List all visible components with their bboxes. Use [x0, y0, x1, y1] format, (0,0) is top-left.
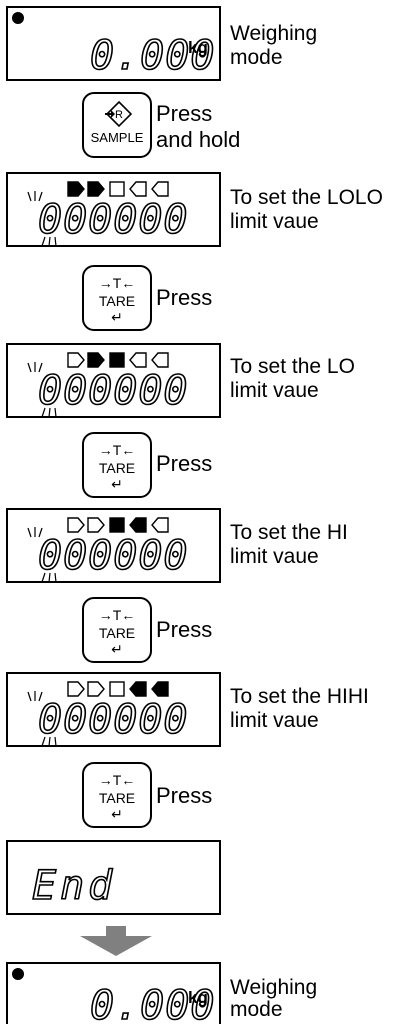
- tare-key-label: TARE: [98, 293, 136, 309]
- enter-icon: ↵: [111, 806, 123, 822]
- blink-mark-icon: [41, 407, 57, 418]
- hihi-label-line2: limit vaue: [230, 709, 319, 732]
- blink-mark-icon: [41, 572, 57, 583]
- svg-text:R: R: [115, 109, 123, 121]
- comparator-indicators: [67, 517, 169, 533]
- unit-label: kg: [188, 988, 208, 1007]
- weighing-mode-label-line2: mode: [230, 46, 283, 69]
- tare-key[interactable]: →T← TARE ↵: [82, 432, 152, 498]
- blink-mark-icon: [27, 527, 43, 538]
- blink-mark-icon: [27, 691, 43, 702]
- enter-icon: ↵: [111, 476, 123, 492]
- hi-label-line1: To set the HI: [230, 521, 348, 544]
- tare-press-label: Press: [156, 451, 213, 476]
- hi-display: 000000: [6, 508, 221, 583]
- lolo-label-line1: To set the LOLO: [230, 186, 383, 209]
- unit-label: kg: [188, 38, 208, 57]
- hi-label-line2: limit vaue: [230, 545, 319, 568]
- hi-value-readout: 000000: [37, 533, 189, 579]
- enter-icon: ↵: [111, 309, 123, 325]
- lolo-label-line2: limit vaue: [230, 210, 319, 233]
- tare-press-label: Press: [156, 285, 213, 310]
- stable-indicator-dot: [12, 968, 24, 980]
- blink-mark-icon: [41, 236, 57, 247]
- enter-icon: ↵: [111, 641, 123, 657]
- lolo-value-readout: 000000: [37, 197, 189, 243]
- blink-mark-icon: [27, 362, 43, 373]
- lo-value-readout: 000000: [37, 368, 189, 414]
- weighing-mode-final-label-line1: Weighing: [230, 976, 318, 999]
- comparator-indicators: [67, 352, 169, 368]
- tare-key[interactable]: →T← TARE ↵: [82, 762, 152, 828]
- tare-key-label: TARE: [98, 625, 136, 641]
- lo-label-line2: limit vaue: [230, 379, 319, 402]
- sample-key-label: SAMPLE: [90, 130, 144, 145]
- lo-label-line1: To set the LO: [230, 355, 355, 378]
- sample-r-icon: R: [105, 100, 133, 128]
- tare-arrows-icon: →T←: [98, 275, 136, 291]
- tare-key-label: TARE: [98, 790, 136, 806]
- weighing-mode-final-label-line2: mode: [230, 998, 283, 1021]
- weighing-mode-display-final: 0.000 kg: [6, 962, 221, 1029]
- comparator-indicators: [67, 181, 169, 197]
- end-readout: End: [31, 863, 117, 909]
- lolo-display: 000000: [6, 172, 221, 247]
- tare-arrows-icon: →T←: [98, 607, 136, 623]
- comparator-indicators: [67, 681, 169, 697]
- hihi-value-readout: 000000: [37, 697, 189, 743]
- lo-display: 000000: [6, 343, 221, 418]
- hihi-label-line1: To set the HIHI: [230, 685, 369, 708]
- down-arrow-icon: [80, 926, 152, 956]
- weight-readout: 0.000: [89, 983, 216, 1029]
- hihi-display: 000000: [6, 672, 221, 747]
- tare-arrows-icon: →T←: [98, 772, 136, 788]
- end-display: End: [6, 840, 221, 915]
- tare-key[interactable]: →T← TARE ↵: [82, 265, 152, 331]
- blink-mark-icon: [27, 191, 43, 202]
- weighing-mode-label-line1: Weighing: [230, 22, 318, 45]
- tare-press-label: Press: [156, 617, 213, 642]
- tare-arrows-icon: →T←: [98, 442, 136, 458]
- sample-press-line1: Press: [156, 101, 213, 126]
- sample-press-line2: and hold: [156, 127, 241, 152]
- sample-key[interactable]: R SAMPLE: [82, 92, 152, 158]
- weighing-mode-display: 0.000 kg: [6, 6, 221, 81]
- tare-press-label: Press: [156, 783, 213, 808]
- weight-readout: 0.000: [89, 33, 216, 79]
- tare-key-label: TARE: [98, 460, 136, 476]
- stable-indicator-dot: [12, 12, 24, 24]
- tare-key[interactable]: →T← TARE ↵: [82, 597, 152, 663]
- blink-mark-icon: [41, 736, 57, 747]
